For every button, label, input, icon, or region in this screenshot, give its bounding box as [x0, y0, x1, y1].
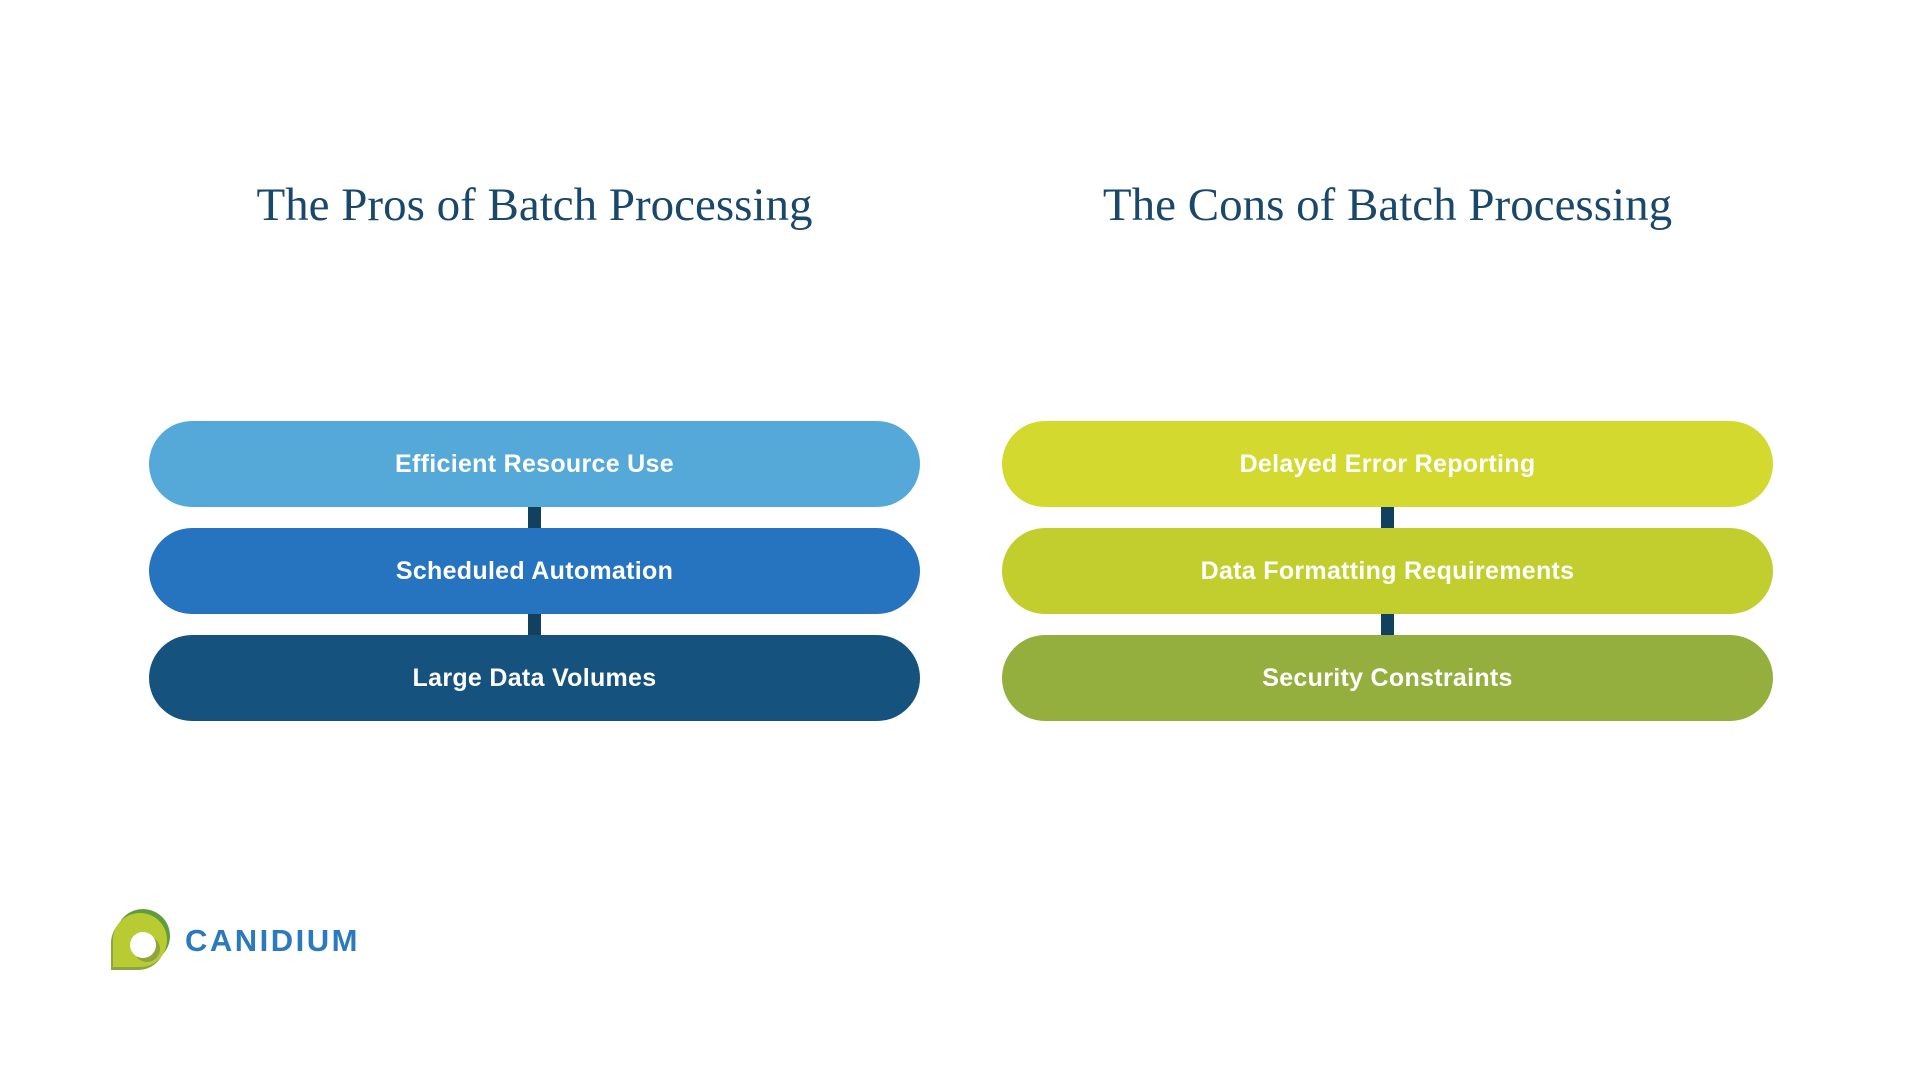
canidium-logo: CANIDIUM [111, 907, 360, 974]
pill-label: Delayed Error Reporting [1239, 449, 1536, 478]
cons-pill-data-formatting-requirements: Data Formatting Requirements [1002, 528, 1773, 614]
canidium-drop-icon [111, 907, 172, 974]
pill-label: Scheduled Automation [395, 556, 674, 585]
pill-label: Efficient Resource Use [395, 449, 674, 478]
drop-hole [130, 932, 156, 958]
cons-pill-stack: Delayed Error Reporting Data Formatting … [1002, 421, 1773, 721]
pill-label: Data Formatting Requirements [1200, 556, 1575, 585]
canidium-wordmark: CANIDIUM [185, 923, 360, 958]
pros-pill-large-data-volumes: Large Data Volumes [149, 635, 920, 721]
cons-pill-security-constraints: Security Constraints [1002, 635, 1773, 721]
pill-label: Security Constraints [1262, 663, 1513, 692]
cons-title: The Cons of Batch Processing [1102, 179, 1673, 231]
pros-pill-efficient-resource-use: Efficient Resource Use [149, 421, 920, 507]
pros-pill-stack: Efficient Resource Use Scheduled Automat… [149, 421, 920, 721]
cons-pill-delayed-error-reporting: Delayed Error Reporting [1002, 421, 1773, 507]
pros-title: The Pros of Batch Processing [256, 179, 813, 231]
connector [1381, 507, 1394, 528]
drop-body [113, 913, 167, 967]
pros-column: The Pros of Batch Processing Efficient R… [149, 0, 920, 1080]
pros-pill-scheduled-automation: Scheduled Automation [149, 528, 920, 614]
pill-label: Large Data Volumes [412, 663, 657, 692]
cons-column: The Cons of Batch Processing Delayed Err… [1002, 0, 1773, 1080]
connector [528, 614, 541, 635]
connector [528, 507, 541, 528]
connector [1381, 614, 1394, 635]
